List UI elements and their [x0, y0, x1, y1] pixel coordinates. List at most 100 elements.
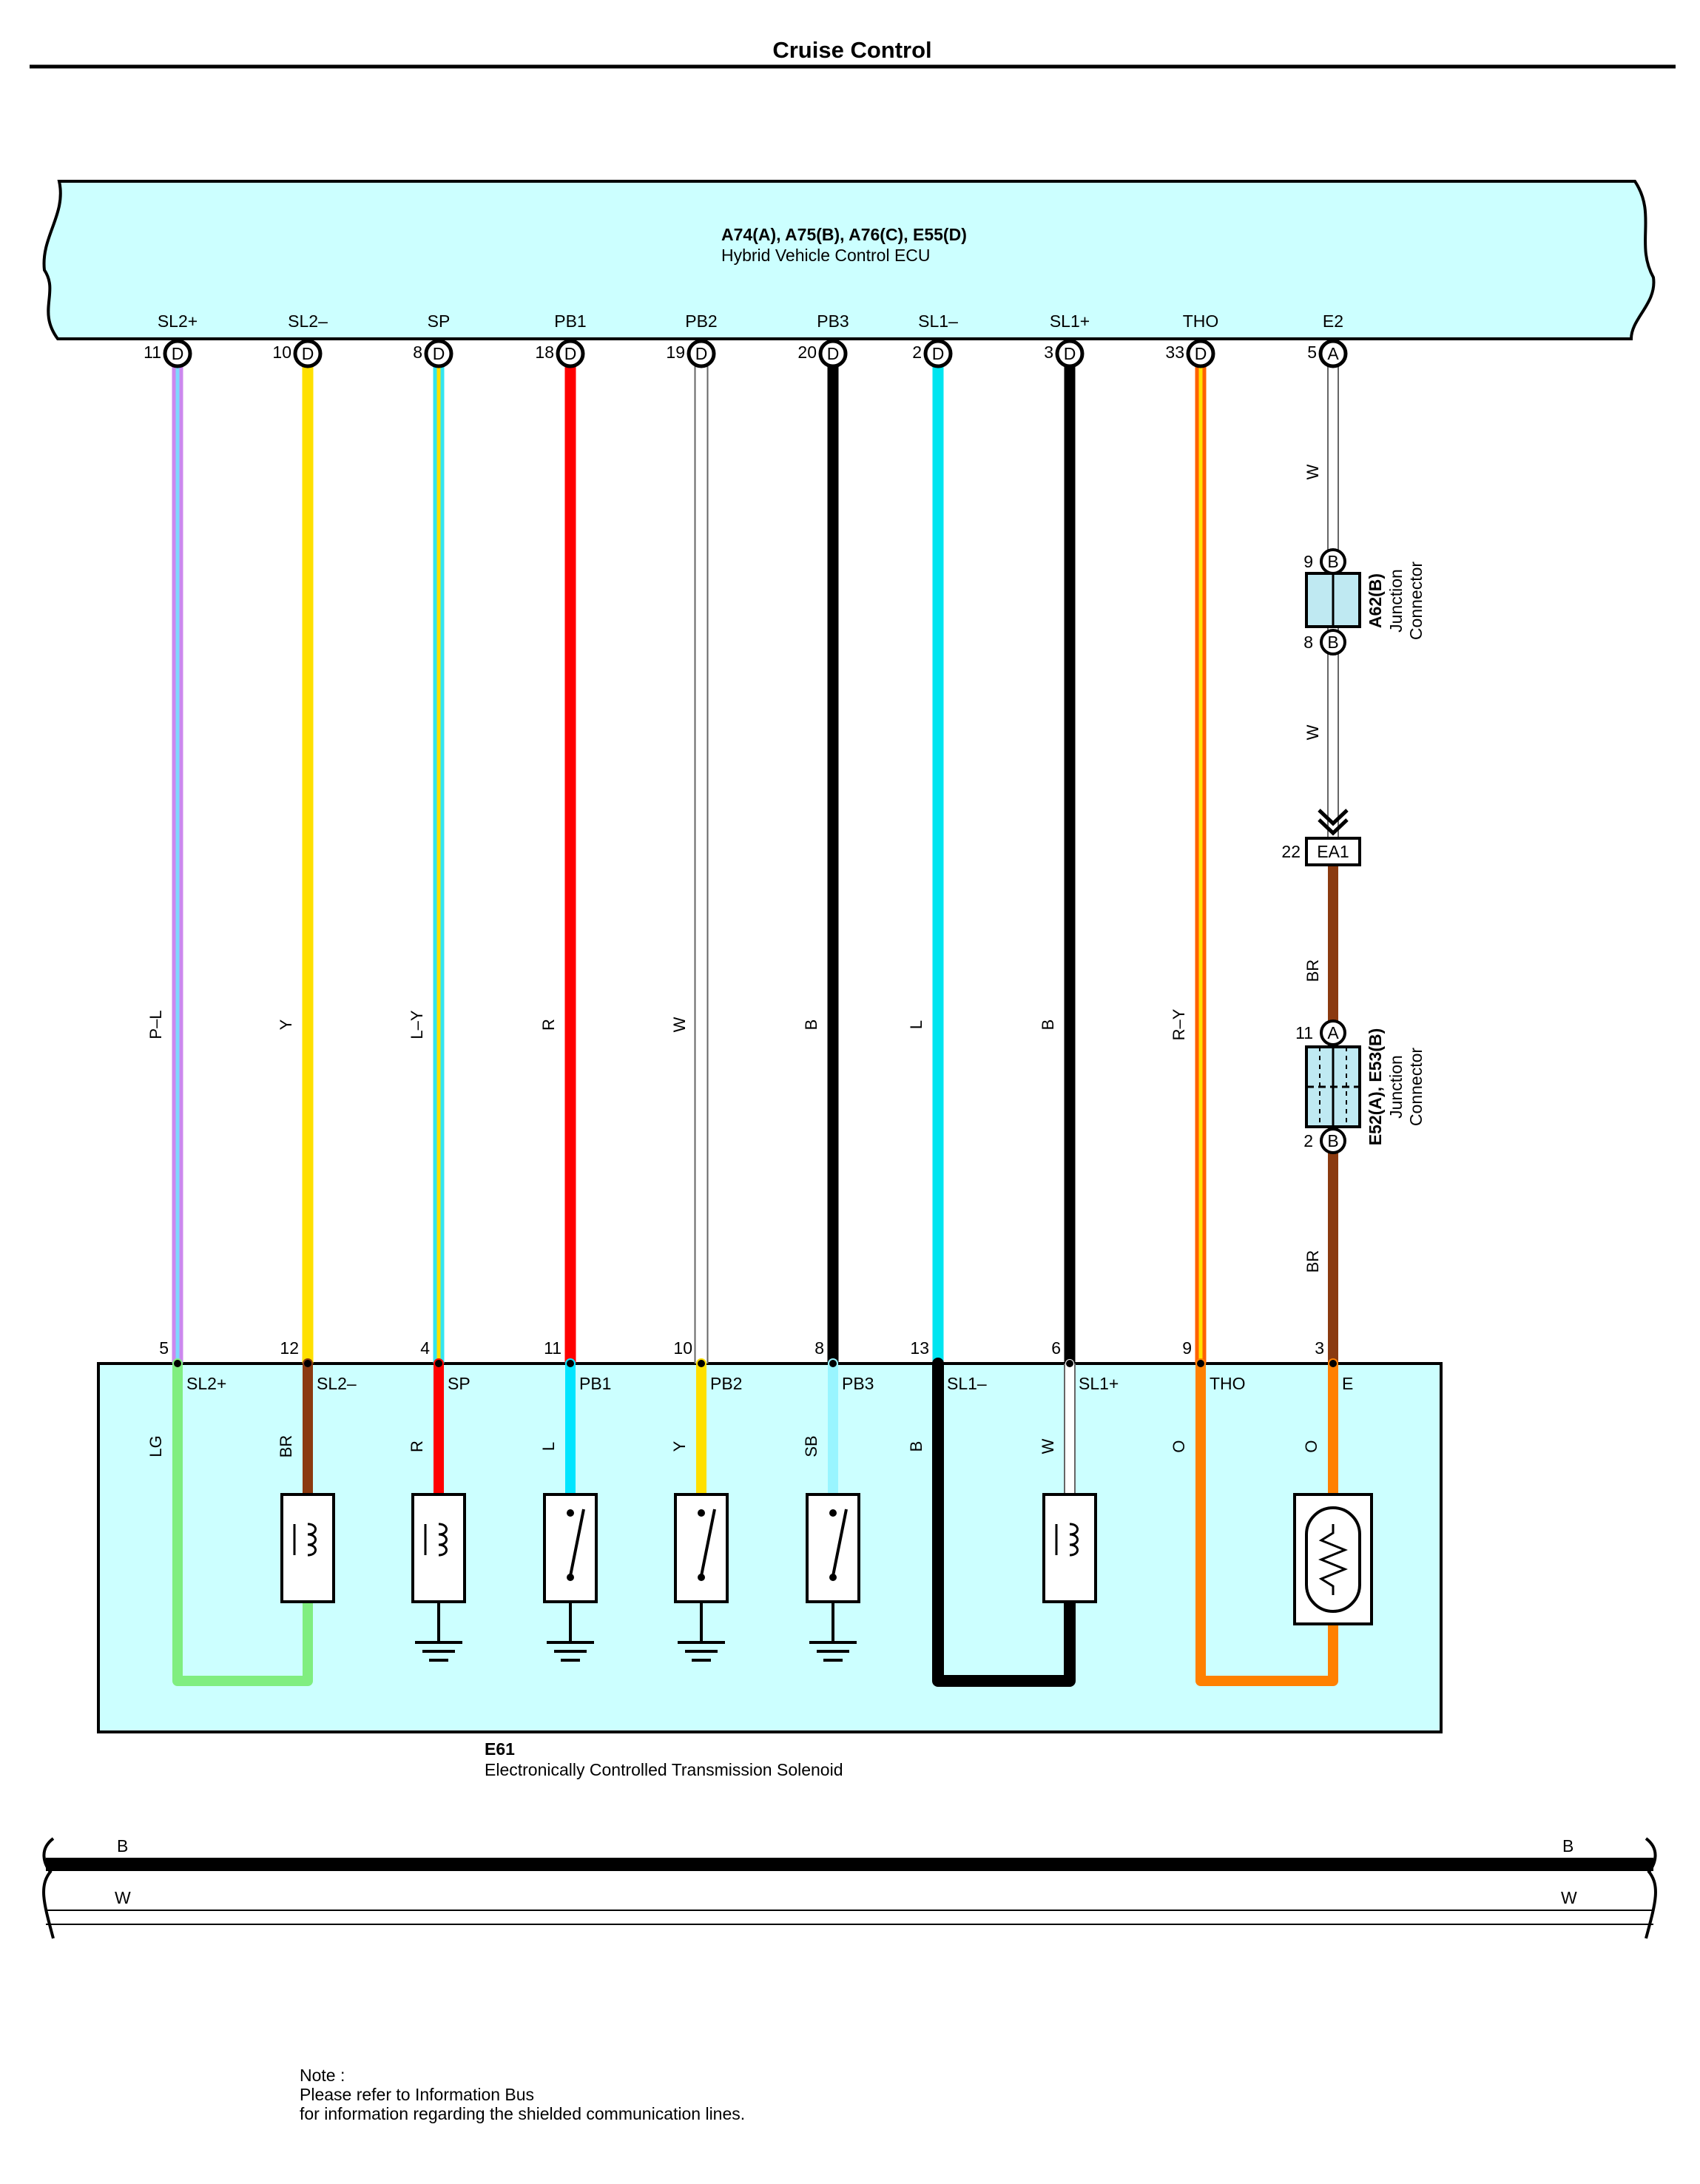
junction-a62: B 9 B 8 A62(B) Junction Connector	[1303, 548, 1426, 655]
circuit-8-ecu-pin: 33	[1165, 343, 1184, 362]
circuit-5-sol-label: PB3	[842, 1374, 874, 1393]
junction-e52: A 11 B 2 E52(A), E53(B) Junction Connect…	[1295, 1019, 1426, 1154]
circuit-5-inner-color-group: SB	[802, 1435, 820, 1457]
circuit-5-ecu-pin-circle	[818, 339, 848, 368]
circuit-4-ecu-conn: D	[695, 344, 708, 363]
legend-brace-left	[42, 1837, 55, 1939]
circuit-5-ecu-label: PB3	[817, 311, 849, 331]
circuit-6-sol-pin-dot	[934, 1360, 942, 1367]
circuit-5-ecu-pin: 20	[797, 343, 817, 362]
circuit-9-wire-color: W	[1303, 464, 1322, 479]
solenoid-code: E61	[485, 1739, 515, 1759]
circuit-9-wire-color-lower: BR	[1303, 960, 1322, 983]
legend-wire-b-label-left: B	[117, 1836, 128, 1856]
circuit-1-inner-color: BR	[277, 1435, 295, 1458]
circuit-9-ecu-pin-circle	[1318, 339, 1348, 368]
junction-a62-pin-top-number: 9	[1303, 552, 1313, 571]
circuit-7-ecu-pin-circle	[1055, 339, 1085, 368]
junction-a62-pin-top-letter: B	[1327, 552, 1338, 571]
circuit-3-sol-label: PB1	[579, 1374, 611, 1393]
circuit-6-ecu-pin-circle	[923, 339, 953, 368]
circuit-0-inner-color-group: LG	[146, 1435, 165, 1457]
circuit-1-ecu-conn: D	[302, 344, 314, 363]
circuit-4-wire-color: W	[670, 1017, 689, 1032]
circuit-1-sol-pin: 12	[280, 1338, 299, 1358]
circuit-7-inner-color-group: W	[1039, 1438, 1057, 1454]
circuit-6-ecu-pin: 2	[912, 343, 922, 362]
circuit-3-ecu-conn: D	[564, 344, 577, 363]
circuit-2-wire-color-group: L–Y	[408, 1010, 426, 1039]
legend-wire-w-label-left: W	[115, 1888, 131, 1907]
circuit-3-ecu-pin-circle	[556, 339, 585, 368]
solenoid-coil-sl2-body	[280, 1493, 335, 1603]
circuit-3-inner-color: L	[539, 1442, 558, 1451]
note-line-1: Please refer to Information Bus	[300, 2085, 534, 2104]
circuit-3-sol-pin-dot	[567, 1360, 574, 1367]
circuit-9-wire-color-mid-group: W	[1303, 724, 1322, 740]
circuit-0-ecu-label: SL2+	[158, 311, 198, 331]
circuit-9-inner-color: O	[1302, 1440, 1320, 1452]
circuit-8-ecu-pin-circle	[1186, 339, 1215, 368]
connector-ea1-chevron-2	[1318, 818, 1349, 836]
circuit-0-sol-pin: 5	[159, 1338, 169, 1358]
circuit-8-inner-color-group: O	[1170, 1440, 1188, 1452]
circuit-7-ecu-pin: 3	[1044, 343, 1053, 362]
circuit-8-wire-color: R–Y	[1170, 1008, 1188, 1040]
junction-e52-pin-top-number: 11	[1295, 1023, 1313, 1042]
circuit-6-ecu-label: SL1–	[918, 311, 958, 331]
circuit-3-ecu-label: PB1	[554, 311, 586, 331]
circuit-2-inner-color-group: R	[408, 1440, 426, 1452]
pressure-switch-pb1-blade	[569, 1509, 585, 1577]
ecu-name: Hybrid Vehicle Control ECU	[721, 246, 931, 265]
circuit-9-wire-color-group: W	[1303, 464, 1322, 479]
circuit-7-wire-color: B	[1039, 1019, 1057, 1031]
inner-wire-tho-loop	[1195, 1358, 1338, 1686]
ecu-codes: A74(A), A75(B), A76(C), E55(D)	[721, 225, 967, 244]
circuit-5-ecu-conn: D	[827, 344, 840, 363]
circuit-4-sol-label: PB2	[710, 1374, 742, 1393]
circuit-3-wire-color: R	[539, 1019, 558, 1031]
circuit-8-ecu-label: THO	[1183, 311, 1219, 331]
circuit-1-ecu-pin: 10	[272, 343, 291, 362]
circuit-8-sol-label: THO	[1210, 1374, 1246, 1393]
circuit-1-ecu-label: SL2–	[288, 311, 328, 331]
pressure-switch-pb2-contact-top	[698, 1509, 705, 1517]
circuit-7-ecu-label: SL1+	[1050, 311, 1090, 331]
legend-wire-b-label-right: B	[1562, 1836, 1573, 1856]
circuit-6-wire-color-group: L	[907, 1020, 925, 1029]
pressure-switch-pb3-blade	[832, 1509, 848, 1577]
circuit-4-inner-color: Y	[670, 1440, 689, 1452]
circuit-3-wire-color-group: R	[539, 1019, 558, 1031]
circuit-8-ecu-conn: D	[1195, 344, 1207, 363]
circuit-2-sol-pin-dot	[435, 1360, 442, 1367]
circuit-0-wire-color-group: P–L	[146, 1010, 165, 1039]
circuit-9-ecu-conn: A	[1327, 344, 1339, 363]
circuit-9-wire-color-mid: W	[1303, 724, 1322, 740]
junction-a62-pin-bottom	[1320, 629, 1346, 655]
thermistor-capsule	[1305, 1506, 1361, 1613]
circuit-7-ecu-conn: D	[1064, 344, 1076, 363]
circuit-0-ecu-conn: D	[172, 344, 184, 363]
circuit-2-wire-color: L–Y	[408, 1010, 426, 1039]
circuit-3-inner-color-group: L	[539, 1442, 558, 1451]
circuit-4-wire-color-group: W	[670, 1017, 689, 1032]
circuit-4-ecu-pin: 19	[666, 343, 685, 362]
junction-e52-line1: Junction	[1386, 1055, 1406, 1119]
circuit-4-inner-color-group: Y	[670, 1440, 689, 1452]
solenoid-coil-sp-body	[411, 1493, 466, 1603]
inner-wire-sl2-loop	[172, 1358, 313, 1686]
junction-a62-line2: Connector	[1406, 562, 1426, 640]
pressure-switch-pb1-contact-top	[567, 1509, 574, 1517]
connector-ea1-chevron-1	[1318, 809, 1349, 826]
circuit-5-wire-color-group: B	[802, 1019, 820, 1031]
circuit-9-inner-color-group: O	[1302, 1440, 1320, 1452]
circuit-1-sol-label: SL2–	[317, 1374, 357, 1393]
pressure-switch-pb1-contact-bottom	[567, 1574, 574, 1581]
circuit-6-inner-color-group: B	[907, 1441, 925, 1452]
circuit-9-wire-color-lower-group: BR	[1303, 960, 1322, 983]
legend-wire-w-label-right: W	[1561, 1888, 1577, 1907]
connector-ea1-pin: 22	[1281, 842, 1301, 861]
pressure-switch-pb2-contact-bottom	[698, 1574, 705, 1581]
circuit-2-sol-pin: 4	[420, 1338, 430, 1358]
junction-a62-pin-bottom-number: 8	[1303, 633, 1313, 652]
